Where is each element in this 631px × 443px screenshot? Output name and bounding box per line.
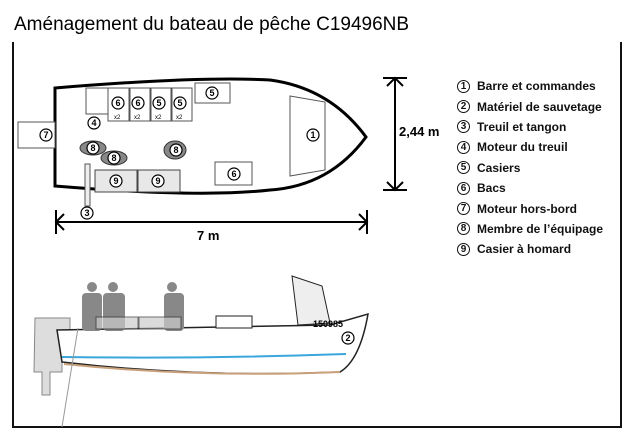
svg-text:8: 8 bbox=[173, 145, 178, 155]
svg-text:5: 5 bbox=[177, 98, 182, 108]
svg-text:2: 2 bbox=[345, 333, 350, 343]
winch-motor bbox=[85, 87, 109, 115]
legend-item: 8 Membre de l’équipage bbox=[457, 219, 603, 239]
multiplier-label: x2 bbox=[176, 115, 183, 121]
svg-text:6: 6 bbox=[115, 98, 120, 108]
svg-text:3: 3 bbox=[84, 208, 89, 218]
legend-label: Bacs bbox=[477, 181, 506, 196]
bin-side bbox=[215, 315, 253, 329]
legend-item: 7 Moteur hors-bord bbox=[457, 198, 603, 218]
svg-text:9: 9 bbox=[155, 176, 160, 186]
keel-line bbox=[63, 363, 341, 375]
boom-line bbox=[61, 327, 79, 428]
number-marker-labels: 1 3 4 5 6 6 5 5 6 7 8 8 8 9 9 bbox=[43, 88, 315, 218]
legend: 1 Barre et commandes 2 Matériel de sauveta… bbox=[457, 76, 603, 260]
svg-text:4: 4 bbox=[91, 118, 96, 128]
lobster-traps bbox=[94, 169, 181, 193]
svg-text:8: 8 bbox=[90, 143, 95, 153]
number-markers bbox=[39, 86, 320, 220]
waterline bbox=[61, 353, 347, 359]
legend-item: 6 Bacs bbox=[457, 178, 603, 198]
diagram-frame bbox=[12, 42, 622, 428]
legend-label: Treuil et tangon bbox=[477, 119, 567, 134]
legend-number: 4 bbox=[457, 140, 470, 154]
legend-label: Casiers bbox=[477, 160, 521, 175]
svg-text:8: 8 bbox=[111, 153, 116, 163]
page-title: Aménagement du bateau de pêche C19496NB bbox=[14, 14, 410, 35]
legend-label: Matériel de sauvetage bbox=[477, 99, 602, 114]
legend-number: 5 bbox=[457, 161, 470, 175]
svg-text:6: 6 bbox=[231, 169, 236, 179]
svg-text:1: 1 bbox=[310, 130, 315, 140]
legend-item: 2 Matériel de sauvetage bbox=[457, 96, 603, 116]
multiplier-label: x2 bbox=[134, 115, 141, 121]
svg-text:5: 5 bbox=[209, 88, 214, 98]
legend-item: 4 Moteur du treuil bbox=[457, 137, 603, 157]
hull-number: 150985 bbox=[313, 319, 343, 329]
legend-number: 8 bbox=[457, 222, 470, 236]
legend-label: Barre et commandes bbox=[477, 79, 596, 94]
legend-number: 6 bbox=[457, 181, 470, 195]
legend-label: Membre de l’équipage bbox=[477, 221, 604, 236]
traps-side bbox=[95, 316, 182, 330]
legend-item: 1 Barre et commandes bbox=[457, 76, 603, 96]
legend-number: 1 bbox=[457, 79, 470, 93]
legend-label: Casier à homard bbox=[477, 242, 572, 257]
svg-text:6: 6 bbox=[135, 98, 140, 108]
top-view: 1 3 4 5 6 6 5 5 6 7 8 8 8 9 9 bbox=[17, 76, 407, 234]
legend-item: 3 Treuil et tangon bbox=[457, 117, 603, 137]
length-label: 7 m bbox=[197, 228, 220, 243]
legend-item: 9 Casier à homard bbox=[457, 239, 603, 259]
cabin bbox=[291, 275, 331, 326]
legend-item: 5 Casiers bbox=[457, 158, 603, 178]
boom bbox=[84, 163, 91, 207]
legend-label: Moteur hors-bord bbox=[477, 201, 577, 216]
width-label: 2,44 m bbox=[399, 124, 440, 139]
legend-label: Moteur du treuil bbox=[477, 140, 568, 155]
svg-text:5: 5 bbox=[156, 98, 161, 108]
legend-number: 7 bbox=[457, 202, 470, 216]
multiplier-label: x2 bbox=[114, 115, 121, 121]
svg-text:7: 7 bbox=[43, 130, 48, 140]
legend-number: 9 bbox=[457, 242, 470, 256]
side-view: 150985 2 bbox=[33, 275, 369, 428]
svg-text:9: 9 bbox=[113, 176, 118, 186]
multiplier-label: x2 bbox=[155, 115, 162, 121]
legend-number: 3 bbox=[457, 120, 470, 134]
legend-number: 2 bbox=[457, 100, 470, 114]
